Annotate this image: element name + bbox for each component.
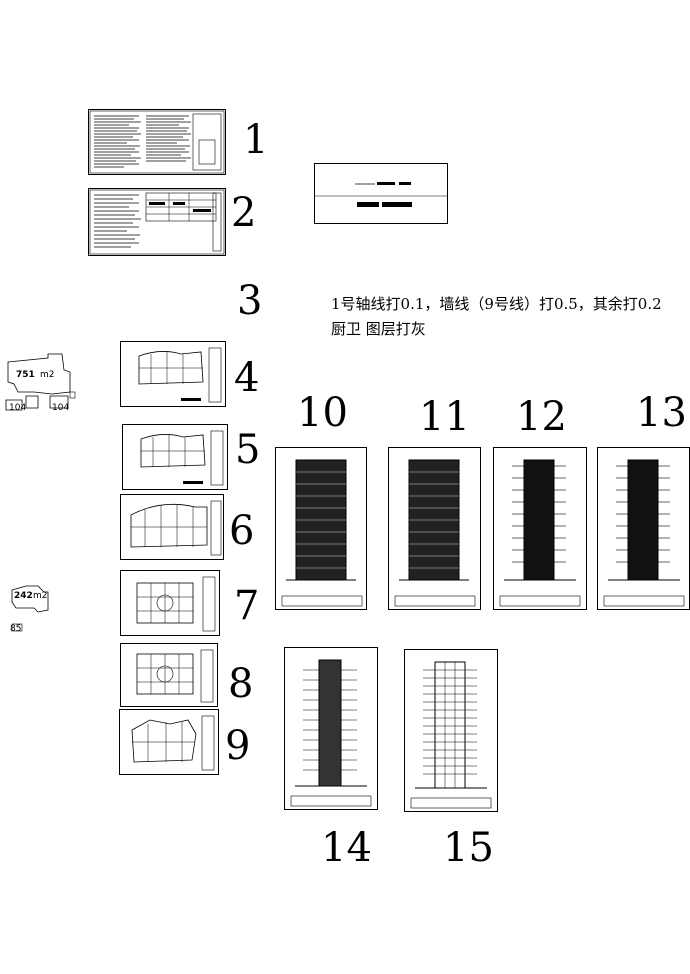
sheet-1-design-notes[interactable] — [88, 109, 226, 175]
area-label-85: 85 — [10, 624, 22, 634]
area-diagram-top — [5, 353, 76, 411]
area-label-104-right: 104 — [52, 403, 70, 413]
area-label-104-left: 104 — [9, 403, 27, 413]
cover-sheet-drawing — [315, 182, 447, 207]
sheet-4-drawing — [138, 347, 222, 403]
cover-sheet[interactable] — [314, 163, 448, 224]
sheet-14-elevation[interactable] — [284, 647, 378, 810]
sheet-number-3: 3 — [237, 278, 263, 324]
sheet-7-floor-plan[interactable] — [120, 570, 220, 636]
sheet-number-2: 2 — [231, 190, 257, 236]
sheet-number-5: 5 — [235, 427, 261, 473]
sheet-12-drawing — [499, 459, 581, 607]
sheet-number-10: 10 — [297, 390, 348, 436]
sheet-9-drawing — [131, 715, 215, 771]
plot-settings-note: 1号轴线打0.1，墙线（9号线）打0.5，其余打0.2 — [331, 295, 662, 313]
sheet-13-elevation[interactable] — [597, 447, 690, 610]
sheet-2-drawing — [89, 189, 225, 255]
area-label-242: 242 — [14, 591, 33, 601]
sheet-number-6: 6 — [229, 508, 255, 554]
sheet-number-12: 12 — [516, 394, 567, 440]
sheet-13-drawing — [603, 459, 685, 607]
sheet-number-15: 15 — [443, 825, 494, 871]
sheet-number-14: 14 — [321, 825, 372, 871]
sheet-12-elevation[interactable] — [493, 447, 587, 610]
sheet-8-floor-plan[interactable] — [120, 643, 218, 707]
sheet-number-4: 4 — [234, 355, 260, 401]
sheet-7-drawing — [136, 576, 216, 632]
sheet-5-drawing — [140, 430, 224, 486]
sheet-10-drawing — [281, 459, 363, 607]
sheet-number-11: 11 — [419, 394, 470, 440]
sheet-number-8: 8 — [228, 661, 254, 707]
sheet-6-drawing — [130, 500, 222, 556]
sheet-8-drawing — [136, 649, 214, 703]
area-unit-242: m2 — [33, 591, 48, 601]
sheet-number-1: 1 — [243, 117, 269, 163]
area-unit-751: m2 — [40, 370, 55, 380]
sheet-15-elevation[interactable] — [404, 649, 498, 812]
sheet-2-design-notes[interactable] — [88, 188, 226, 256]
sheet-number-9: 9 — [225, 723, 251, 769]
sheet-number-13: 13 — [636, 390, 687, 436]
sheet-5-floor-plan[interactable] — [122, 424, 228, 490]
sheet-6-floor-plan[interactable] — [120, 494, 224, 560]
sheet-14-drawing — [290, 659, 372, 807]
area-label-751: 751 — [16, 370, 35, 380]
sheet-15-drawing — [410, 661, 492, 809]
sheet-1-drawing — [89, 110, 225, 174]
sheet-10-elevation[interactable] — [275, 447, 367, 610]
sheet-4-floor-plan[interactable] — [120, 341, 226, 407]
sheet-number-7: 7 — [234, 583, 260, 629]
layer-note: 厨卫 图层打灰 — [331, 320, 426, 338]
sheet-11-elevation[interactable] — [388, 447, 481, 610]
sheet-9-floor-plan[interactable] — [119, 709, 219, 775]
sheet-11-drawing — [394, 459, 476, 607]
area-diagram-bottom — [11, 585, 49, 632]
